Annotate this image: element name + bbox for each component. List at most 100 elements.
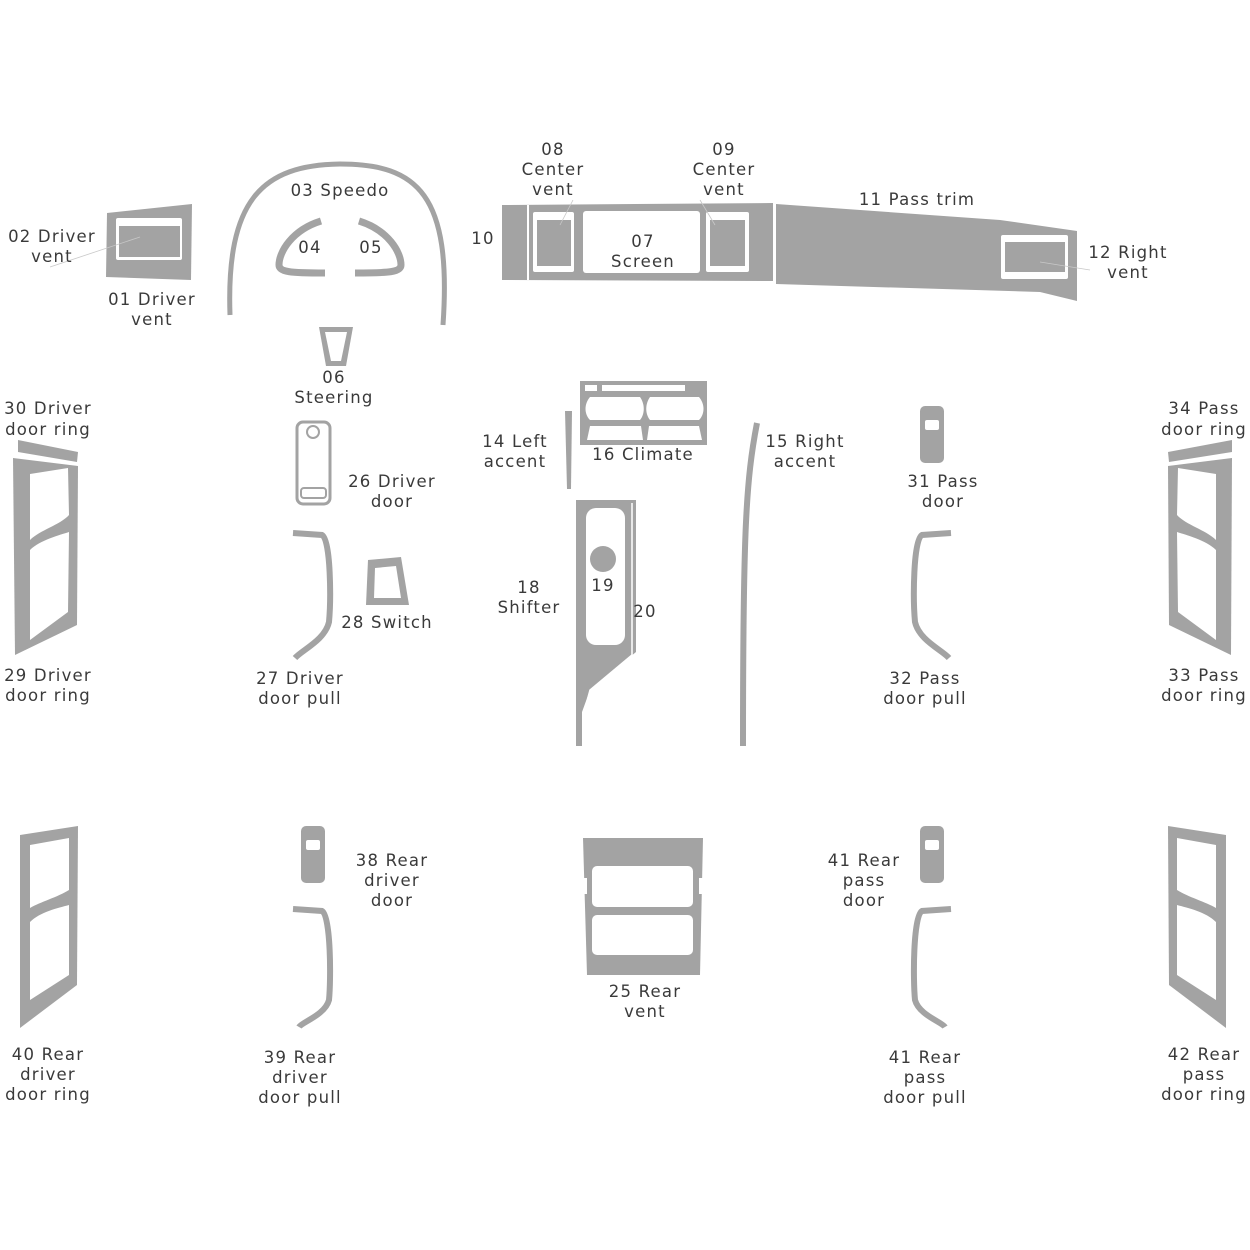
- label-28: 28 Switch: [341, 613, 433, 632]
- label-01: 01 Driver: [108, 290, 196, 309]
- label-09: vent: [703, 180, 745, 199]
- part-25-rear-vent: [583, 838, 703, 975]
- label-18: Shifter: [498, 598, 561, 617]
- label-38: driver: [364, 871, 420, 890]
- part-27-driver-door-pull: [292, 530, 334, 661]
- label-07: 07: [631, 232, 654, 251]
- label-41-door-pull: door pull: [883, 1088, 967, 1107]
- label-40: 40 Rear: [12, 1045, 84, 1064]
- label-38: 38 Rear: [356, 851, 428, 870]
- part-41-rear-pass-door-pull: [910, 906, 952, 1030]
- label-31: door: [922, 492, 964, 511]
- label-04: 04: [298, 238, 321, 257]
- part-41-rear-pass-door: [920, 826, 944, 883]
- label-08: 08: [541, 140, 564, 159]
- part-16-climate: [580, 381, 707, 445]
- label-26: door: [371, 492, 413, 511]
- part-15-right-accent: [740, 422, 760, 747]
- label-14: 14 Left: [482, 432, 548, 451]
- label-18: 18: [517, 578, 540, 597]
- label-14: accent: [484, 452, 547, 471]
- label-05: 05: [359, 238, 382, 257]
- label-34: door ring: [1161, 420, 1247, 439]
- part-14-left-accent: [565, 411, 572, 489]
- label-42: door ring: [1161, 1085, 1247, 1104]
- labels: 01 Driver vent 02 Driver vent 03 Speedo …: [4, 140, 1247, 1107]
- label-39: driver: [272, 1068, 328, 1087]
- label-25: 25 Rear: [609, 982, 681, 1001]
- label-15: 15 Right: [765, 432, 844, 451]
- label-39: door pull: [258, 1088, 342, 1107]
- label-42: 42 Rear: [1168, 1045, 1240, 1064]
- label-15: accent: [774, 452, 837, 471]
- part-39-rear-driver-door-pull: [292, 906, 334, 1030]
- part-20: [583, 503, 633, 713]
- part-02-driver-vent: [119, 226, 180, 257]
- label-42: pass: [1183, 1065, 1226, 1084]
- label-39: 39 Rear: [264, 1048, 336, 1067]
- label-40: driver: [20, 1065, 76, 1084]
- label-33: 33 Pass: [1168, 666, 1239, 685]
- part-40-rear-driver-door-ring: [20, 826, 78, 1028]
- label-07: Screen: [611, 252, 675, 271]
- label-29: door ring: [5, 686, 91, 705]
- part-28-switch: [366, 557, 409, 605]
- label-27: 27 Driver: [256, 669, 344, 688]
- label-16: 16 Climate: [592, 445, 694, 464]
- part-10-dash-panel: [502, 199, 773, 281]
- part-07-screen: [583, 211, 700, 273]
- label-02: vent: [31, 247, 73, 266]
- part-03-speedo: [227, 161, 447, 326]
- label-32: 32 Pass: [889, 669, 960, 688]
- part-38-rear-driver-door: [301, 826, 325, 883]
- part-42-rear-pass-door-ring: [1168, 826, 1226, 1028]
- part-01-driver-vent: [49, 204, 192, 280]
- part-04: [275, 217, 326, 277]
- label-09: 09: [712, 140, 735, 159]
- label-40: door ring: [5, 1085, 91, 1104]
- label-11: 11 Pass trim: [859, 190, 975, 209]
- label-26: 26 Driver: [348, 472, 436, 491]
- label-09: Center: [693, 160, 756, 179]
- part-33-34-pass-door-ring: [1168, 440, 1232, 655]
- part-19: [590, 546, 616, 572]
- label-34: 34 Pass: [1168, 399, 1239, 418]
- label-29: 29 Driver: [4, 666, 92, 685]
- label-12: 12 Right: [1088, 243, 1167, 262]
- label-06: 06: [322, 368, 345, 387]
- label-19: 19: [591, 576, 614, 595]
- label-12: vent: [1107, 263, 1149, 282]
- label-10: 10: [471, 229, 494, 248]
- label-41-door: door: [843, 891, 885, 910]
- label-41-door-pull: 41 Rear: [889, 1048, 961, 1067]
- part-06-steering: [319, 327, 353, 366]
- label-32: door pull: [883, 689, 967, 708]
- label-38: door: [371, 891, 413, 910]
- label-27: door pull: [258, 689, 342, 708]
- label-08: Center: [522, 160, 585, 179]
- label-01: vent: [131, 310, 173, 329]
- part-34: [1168, 440, 1232, 462]
- part-30: [18, 440, 78, 462]
- label-33: door ring: [1161, 686, 1247, 705]
- label-41-door: 41 Rear: [828, 851, 900, 870]
- label-20: 20: [633, 602, 656, 621]
- part-32-pass-door-pull: [910, 530, 952, 661]
- label-30: 30 Driver: [4, 399, 92, 418]
- part-18-shifter: [576, 500, 636, 746]
- label-30: door ring: [5, 420, 91, 439]
- part-29-30-driver-door-ring: [13, 440, 78, 655]
- label-31: 31 Pass: [907, 472, 978, 491]
- label-03: 03 Speedo: [291, 181, 390, 200]
- part-26-driver-door: [295, 420, 332, 506]
- part-11-pass-trim: [776, 204, 1091, 301]
- label-41-door: pass: [843, 871, 886, 890]
- label-08: vent: [532, 180, 574, 199]
- part-31-pass-door: [920, 406, 944, 463]
- label-02: 02 Driver: [8, 227, 96, 246]
- label-41-door-pull: pass: [904, 1068, 947, 1087]
- label-06: Steering: [294, 388, 373, 407]
- label-25: vent: [624, 1002, 666, 1021]
